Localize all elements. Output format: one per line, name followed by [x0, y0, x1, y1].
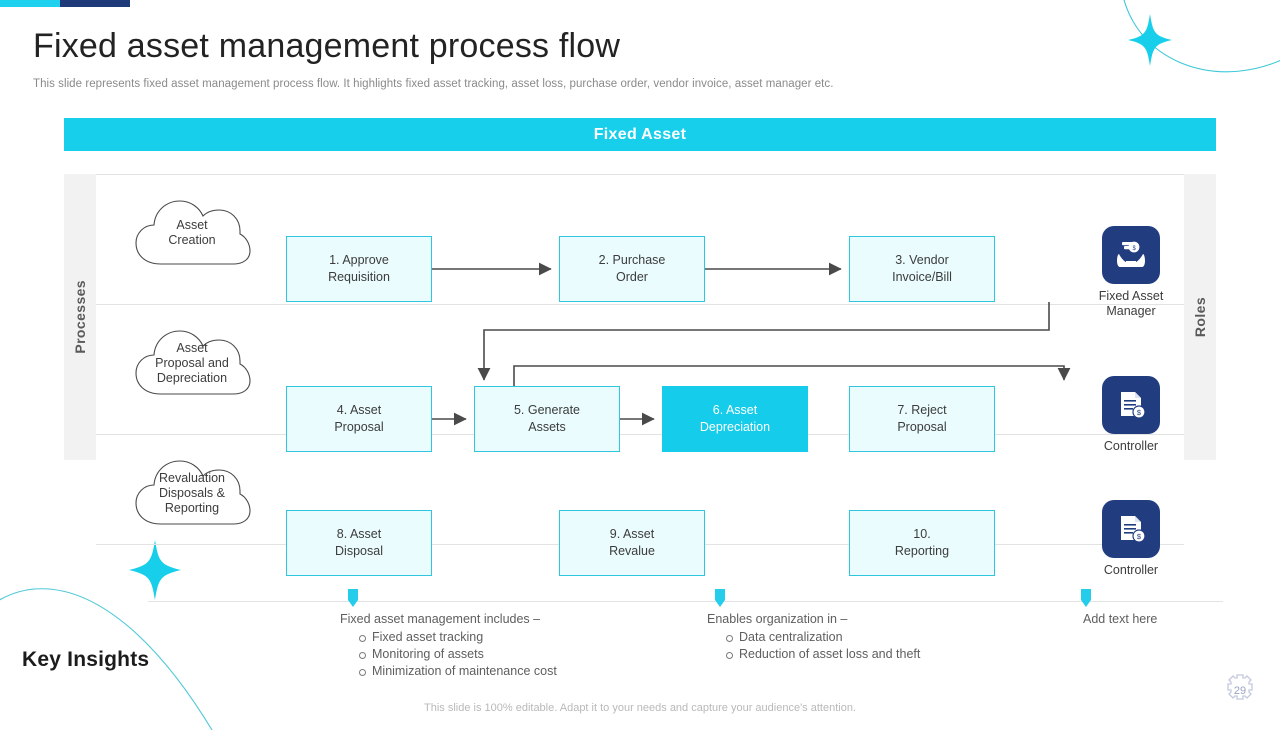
step-label-line: Invoice/Bill — [892, 270, 952, 284]
step-label-line: 6. Asset — [712, 403, 758, 417]
top-accent-bar-navy — [60, 0, 130, 7]
cloud-label-line: Reporting — [164, 500, 220, 515]
diagram-band-title: Fixed Asset — [64, 118, 1216, 151]
page-number-text: 29 — [1234, 685, 1246, 697]
cloud-asset-proposal-depreciation: Asset Proposal and Depreciation — [128, 324, 256, 402]
insight-bullet: Data centralization — [725, 629, 920, 646]
diagram-rows: Asset Creation 1. Approve Requisition 2.… — [96, 174, 1184, 577]
step-label-line: 8. Asset — [336, 527, 382, 541]
step-box-10-reporting[interactable]: 10. Reporting — [849, 510, 995, 576]
step-label-line: 3. Vendor — [895, 253, 949, 267]
row-separator — [96, 174, 1184, 175]
row-separator — [96, 434, 1184, 435]
insight-bullet: Fixed asset tracking — [359, 629, 557, 646]
cloud-label-line: Revaluation — [158, 470, 225, 485]
role-fixed-asset-manager: $ Fixed Asset Manager — [1071, 226, 1191, 319]
step-label-line: Reporting — [894, 544, 950, 558]
cloud-label-line: Disposals & — [158, 485, 225, 500]
step-label-line: Requisition — [328, 270, 390, 284]
page-subtitle: This slide represents fixed asset manage… — [33, 78, 834, 90]
role-label-line: Manager — [1106, 304, 1156, 318]
role-controller-row3: $ Controller — [1071, 500, 1191, 578]
step-label-line: Proposal — [334, 420, 384, 434]
insight-column-2: Enables organization in – Data centraliz… — [707, 612, 920, 663]
step-label-line: Disposal — [335, 544, 383, 558]
step-label-line: Order — [616, 270, 648, 284]
step-box-4-asset-proposal[interactable]: 4. Asset Proposal — [286, 386, 432, 452]
decor-bottom-left — [0, 540, 213, 730]
cloud-revaluation-disposals-reporting: Revaluation Disposals & Reporting — [128, 454, 256, 532]
step-label-line: 5. Generate — [513, 403, 580, 417]
insight-heading: Add text here — [1083, 612, 1158, 626]
page-number-badge: 29 — [1218, 670, 1262, 710]
sparkle-icon — [1128, 14, 1172, 66]
role-label-line: Fixed Asset — [1098, 289, 1164, 303]
insight-pin-icon — [1080, 589, 1092, 609]
cloud-label-line: Asset — [176, 218, 208, 232]
step-box-7-reject-proposal[interactable]: 7. Reject Proposal — [849, 386, 995, 452]
cloud-label-line: Creation — [168, 233, 216, 247]
insight-bullet: Reduction of asset loss and theft — [725, 647, 921, 661]
processes-band: Processes — [64, 174, 96, 460]
step-label-line: 1. Approve — [329, 253, 389, 267]
hands-holding-money-icon: $ — [1102, 226, 1160, 284]
processes-band-label: Processes — [72, 280, 88, 354]
key-insights-title: Key Insights — [22, 648, 150, 671]
process-flow-diagram: Fixed Asset Processes Roles Asset Creati… — [64, 118, 1216, 577]
decor-top-right — [1123, 0, 1280, 73]
insight-bullet-list: Fixed asset tracking Monitoring of asset… — [340, 629, 557, 680]
insight-bullet-list: Data centralization Reduction of asset l… — [707, 629, 920, 663]
svg-text:$: $ — [1132, 246, 1136, 252]
document-money-icon: $ — [1102, 376, 1160, 434]
step-box-1-approve-requisition[interactable]: 1. Approve Requisition — [286, 236, 432, 302]
step-label-line: Depreciation — [699, 420, 771, 434]
step-label-line: Revalue — [609, 544, 655, 558]
step-label-line: Assets — [528, 420, 566, 434]
role-label-line: Controller — [1103, 563, 1159, 577]
key-insights-divider — [148, 601, 1223, 602]
insight-heading: Enables organization in – — [707, 612, 848, 626]
cloud-label-line: Depreciation — [156, 370, 228, 385]
step-box-3-vendor-invoice-bill[interactable]: 3. Vendor Invoice/Bill — [849, 236, 995, 302]
page-title: Fixed asset management process flow — [33, 27, 621, 65]
step-box-2-purchase-order[interactable]: 2. Purchase Order — [559, 236, 705, 302]
svg-text:$: $ — [1137, 408, 1142, 417]
insight-bullet: Minimization of maintenance cost — [359, 664, 557, 678]
step-label-line: Proposal — [897, 420, 947, 434]
roles-band: Roles — [1184, 174, 1216, 460]
step-box-8-asset-disposal[interactable]: 8. Asset Disposal — [286, 510, 432, 576]
step-label-line: 4. Asset — [336, 403, 382, 417]
step-box-5-generate-assets[interactable]: 5. Generate Assets — [474, 386, 620, 452]
roles-band-label: Roles — [1192, 296, 1208, 338]
step-box-6-asset-depreciation[interactable]: 6. Asset Depreciation — [662, 386, 808, 452]
insight-column-1: Fixed asset management includes – Fixed … — [340, 612, 557, 680]
document-money-icon: $ — [1102, 500, 1160, 558]
step-label-line: 2. Purchase — [598, 253, 666, 267]
step-label-line: 9. Asset — [609, 527, 655, 541]
sparkle-icon — [129, 540, 181, 600]
insight-pin-icon — [347, 589, 359, 609]
step-box-9-asset-revalue[interactable]: 9. Asset Revalue — [559, 510, 705, 576]
top-accent-bar-cyan — [0, 0, 60, 7]
svg-text:$: $ — [1137, 532, 1142, 541]
gear-icon — [1227, 674, 1253, 700]
role-controller-row2: $ Controller — [1071, 376, 1191, 454]
cloud-asset-creation: Asset Creation — [128, 194, 256, 272]
step-label-line: 7. Reject — [897, 403, 947, 417]
insight-pin-icon — [714, 589, 726, 609]
insight-bullet: Monitoring of assets — [359, 646, 557, 663]
insight-heading: Fixed asset management includes – — [340, 612, 541, 626]
step-label-line: 10. — [913, 527, 931, 541]
insight-column-3: Add text here — [1083, 612, 1157, 626]
cloud-label-line: Asset — [176, 340, 208, 355]
editable-note: This slide is 100% editable. Adapt it to… — [424, 702, 856, 714]
role-label-line: Controller — [1103, 439, 1159, 453]
row-separator — [96, 304, 1184, 305]
cloud-label-line: Proposal and — [155, 355, 229, 370]
